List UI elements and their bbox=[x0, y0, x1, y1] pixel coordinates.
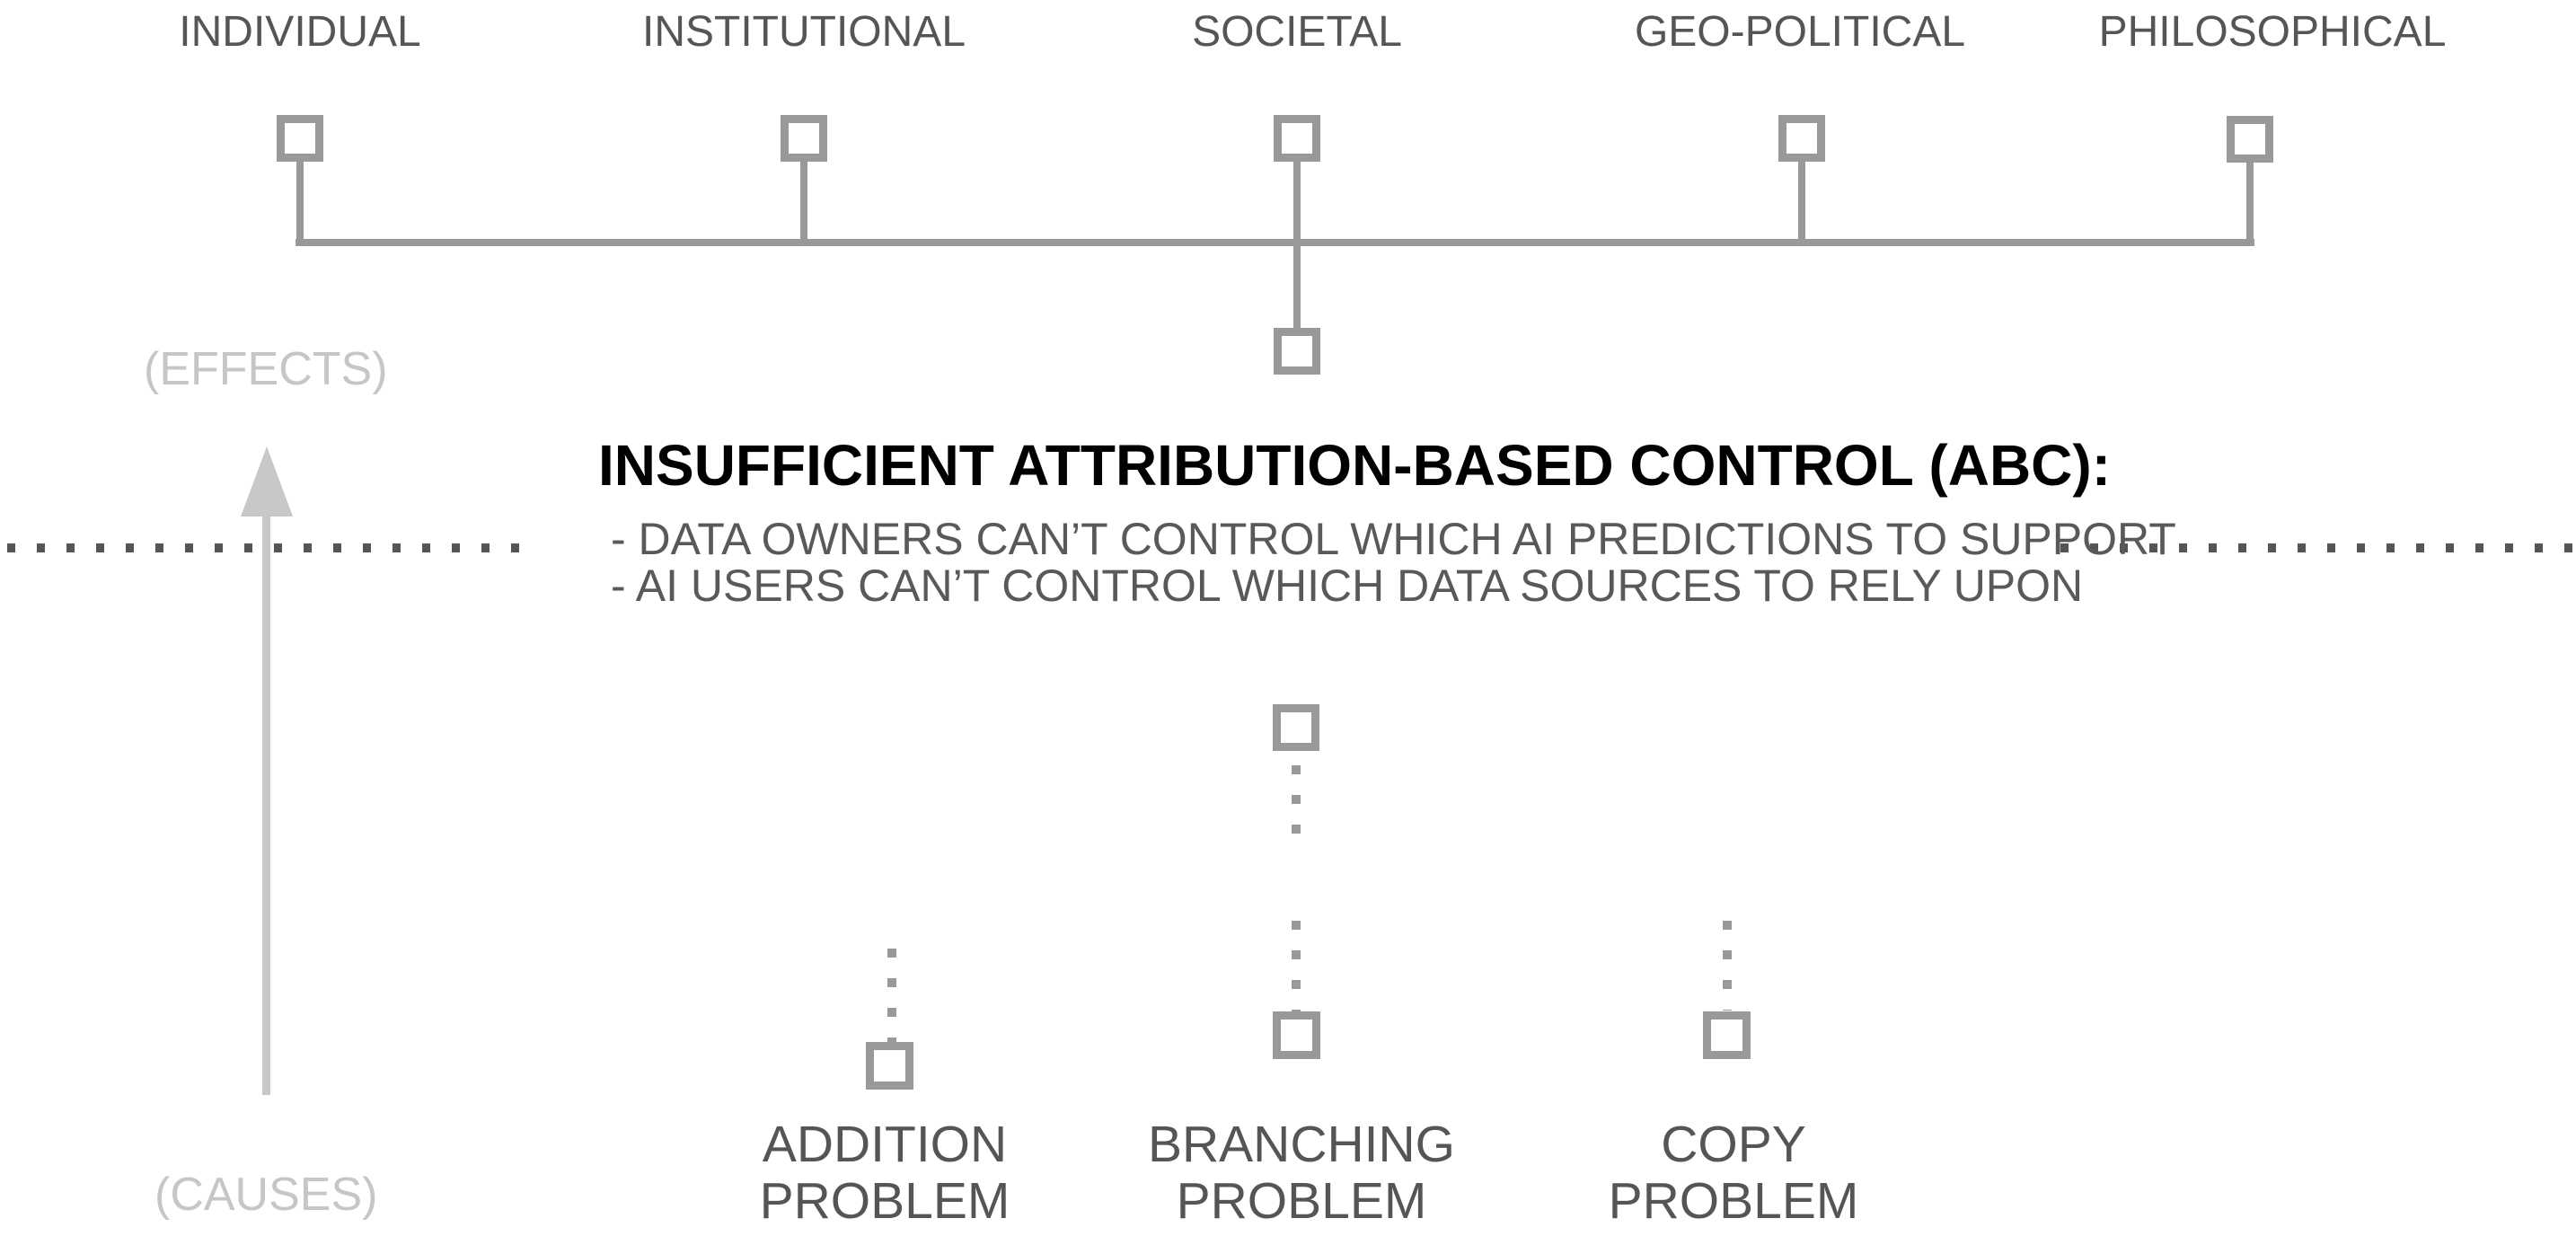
up-arrow-head-icon bbox=[241, 446, 293, 516]
branching-bottom-square bbox=[1273, 1011, 1320, 1059]
effect-label-geo-political: GEO-POLITICAL bbox=[1634, 8, 1966, 56]
effect-node-square-individual bbox=[277, 115, 323, 162]
effect-label-individual: INDIVIDUAL bbox=[179, 8, 421, 56]
connector-stem-philosophical bbox=[2246, 163, 2254, 246]
effects-axis-label: (EFFECTS) bbox=[144, 343, 388, 395]
effects-bus-line bbox=[296, 239, 2254, 246]
causes-axis-label: (CAUSES) bbox=[154, 1169, 378, 1221]
copy-dotted-leader bbox=[1723, 921, 1732, 1011]
copy-square bbox=[1703, 1011, 1751, 1059]
copy-problem-line2: PROBLEM bbox=[1608, 1172, 1859, 1230]
bullet-data-owners: - DATA OWNERS CAN’T CONTROL WHICH AI PRE… bbox=[611, 514, 2176, 564]
dotted-divider-left bbox=[7, 543, 526, 552]
effect-label-philosophical: PHILOSOPHICAL bbox=[2098, 8, 2447, 56]
effect-node-square-institutional bbox=[781, 115, 827, 162]
central-issue-title: INSUFFICIENT ATTRIBUTION-BASED CONTROL (… bbox=[598, 433, 2111, 498]
central-issue-bullets: - DATA OWNERS CAN’T CONTROL WHICH AI PRE… bbox=[611, 516, 2176, 609]
branching-problem-line2: PROBLEM bbox=[1176, 1172, 1427, 1230]
addition-dotted-leader bbox=[887, 949, 896, 1044]
addition-problem-line2: PROBLEM bbox=[759, 1172, 1010, 1230]
effect-node-square-societal bbox=[1274, 115, 1320, 162]
effect-node-square-philosophical bbox=[2227, 116, 2273, 163]
addition-square bbox=[866, 1042, 913, 1090]
dotted-divider-right bbox=[2060, 543, 2576, 552]
effect-node-square-geo-political bbox=[1778, 115, 1825, 162]
branching-dotted-leader-lower bbox=[1292, 921, 1301, 1014]
up-arrow-stem bbox=[262, 515, 270, 1095]
branching-problem-line1: BRANCHING bbox=[1147, 1116, 1456, 1173]
connector-stem-individual bbox=[296, 162, 304, 246]
connector-stem-geo-political bbox=[1798, 162, 1805, 246]
central-drop-square bbox=[1274, 328, 1320, 375]
branching-problem-label: BRANCHING PROBLEM bbox=[1148, 1117, 1455, 1230]
connector-stem-institutional bbox=[800, 162, 807, 246]
effect-label-societal: SOCIETAL bbox=[1192, 8, 1402, 56]
effect-label-institutional: INSTITUTIONAL bbox=[641, 8, 966, 56]
copy-problem-line1: COPY bbox=[1661, 1116, 1806, 1173]
addition-problem-label: ADDITION PROBLEM bbox=[760, 1117, 1010, 1230]
addition-problem-line1: ADDITION bbox=[762, 1116, 1008, 1173]
branching-top-square bbox=[1273, 704, 1319, 751]
branching-dotted-leader-upper bbox=[1292, 765, 1301, 835]
copy-problem-label: COPY PROBLEM bbox=[1609, 1117, 1859, 1230]
bullet-ai-users: - AI USERS CAN’T CONTROL WHICH DATA SOUR… bbox=[611, 561, 2084, 611]
